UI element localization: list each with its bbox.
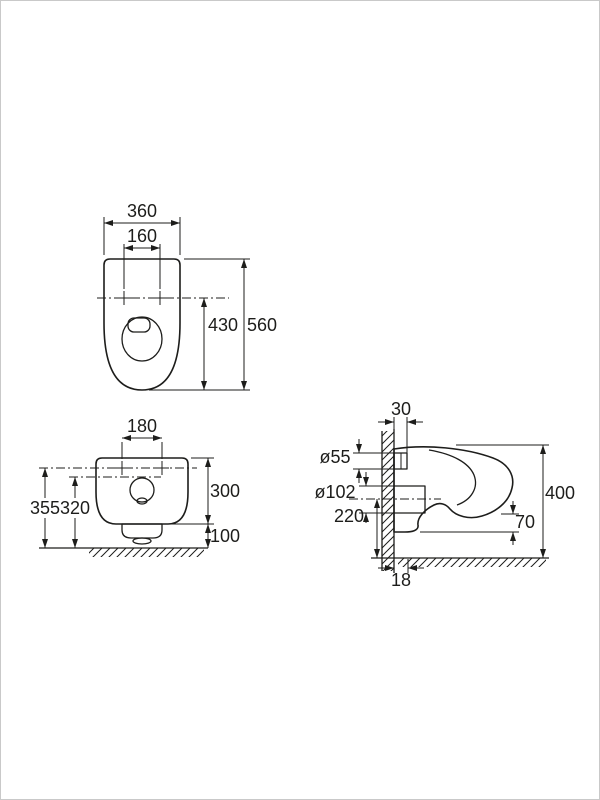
- toilet-side-outline: [393, 446, 514, 533]
- dim-overall-depth: 560: [149, 258, 277, 391]
- dim-inlet-height: 320: [60, 477, 90, 548]
- dim-label-overall-height: 400: [545, 483, 575, 503]
- toilet-plan-outline: [103, 258, 181, 391]
- floor-front: [39, 547, 208, 557]
- side-view: 30 ø55 ø102 220 400 70: [314, 399, 575, 590]
- dim-label-outlet-diameter: ø102: [314, 482, 355, 502]
- dim-label-holes-to-front: 430: [208, 315, 238, 335]
- fixing-hole-crosses: [117, 291, 167, 305]
- dim-label-body-height: 300: [210, 481, 240, 501]
- dim-fixing-holes-height: 355: [30, 468, 60, 548]
- dim-label-inlet-diameter: ø55: [319, 447, 350, 467]
- dim-label-hole-spacing-front: 180: [127, 416, 157, 436]
- dim-outlet-height: 220: [334, 499, 380, 558]
- dim-front-underside: 70: [420, 501, 535, 545]
- dim-overall-height: 400: [456, 444, 575, 558]
- floor-side: [371, 557, 549, 567]
- dim-holes-to-front: 430: [201, 298, 238, 390]
- inlet-pipe: [393, 452, 408, 470]
- dim-label-overall-depth: 560: [247, 315, 277, 335]
- dim-label-outlet-wall-offset: 18: [391, 570, 411, 590]
- dim-label-front-underside: 70: [515, 512, 535, 532]
- dim-label-fixing-holes-height: 355: [30, 498, 60, 518]
- dim-hole-spacing-top: 160: [123, 226, 161, 289]
- dim-outlet-diameter: ø102: [314, 472, 394, 523]
- dim-outlet-wall-offset: 18: [378, 559, 424, 590]
- front-view: 180 355 320 300 100: [30, 416, 240, 557]
- dim-inlet-wall-offset: 30: [378, 399, 423, 453]
- toilet-front-outline: [95, 457, 189, 545]
- dim-label-outlet-height: 220: [334, 506, 364, 526]
- dim-label-hole-spacing-top: 160: [127, 226, 157, 246]
- fixing-hole-crosses-front: [115, 461, 169, 475]
- dim-label-overall-width: 360: [127, 201, 157, 221]
- dim-label-inlet-height: 320: [60, 498, 90, 518]
- wall-section: [381, 429, 395, 573]
- dim-label-floor-clearance: 100: [210, 526, 240, 546]
- dim-inlet-diameter: ø55: [319, 439, 407, 483]
- dim-floor-clearance: 100: [205, 524, 240, 548]
- dim-label-inlet-wall-offset: 30: [391, 399, 411, 419]
- dim-overall-width: 360: [103, 201, 181, 255]
- dim-hole-spacing-front: 180: [121, 416, 163, 459]
- dim-body-height: 300: [171, 457, 240, 525]
- top-view: 360 160 560 430: [97, 201, 277, 391]
